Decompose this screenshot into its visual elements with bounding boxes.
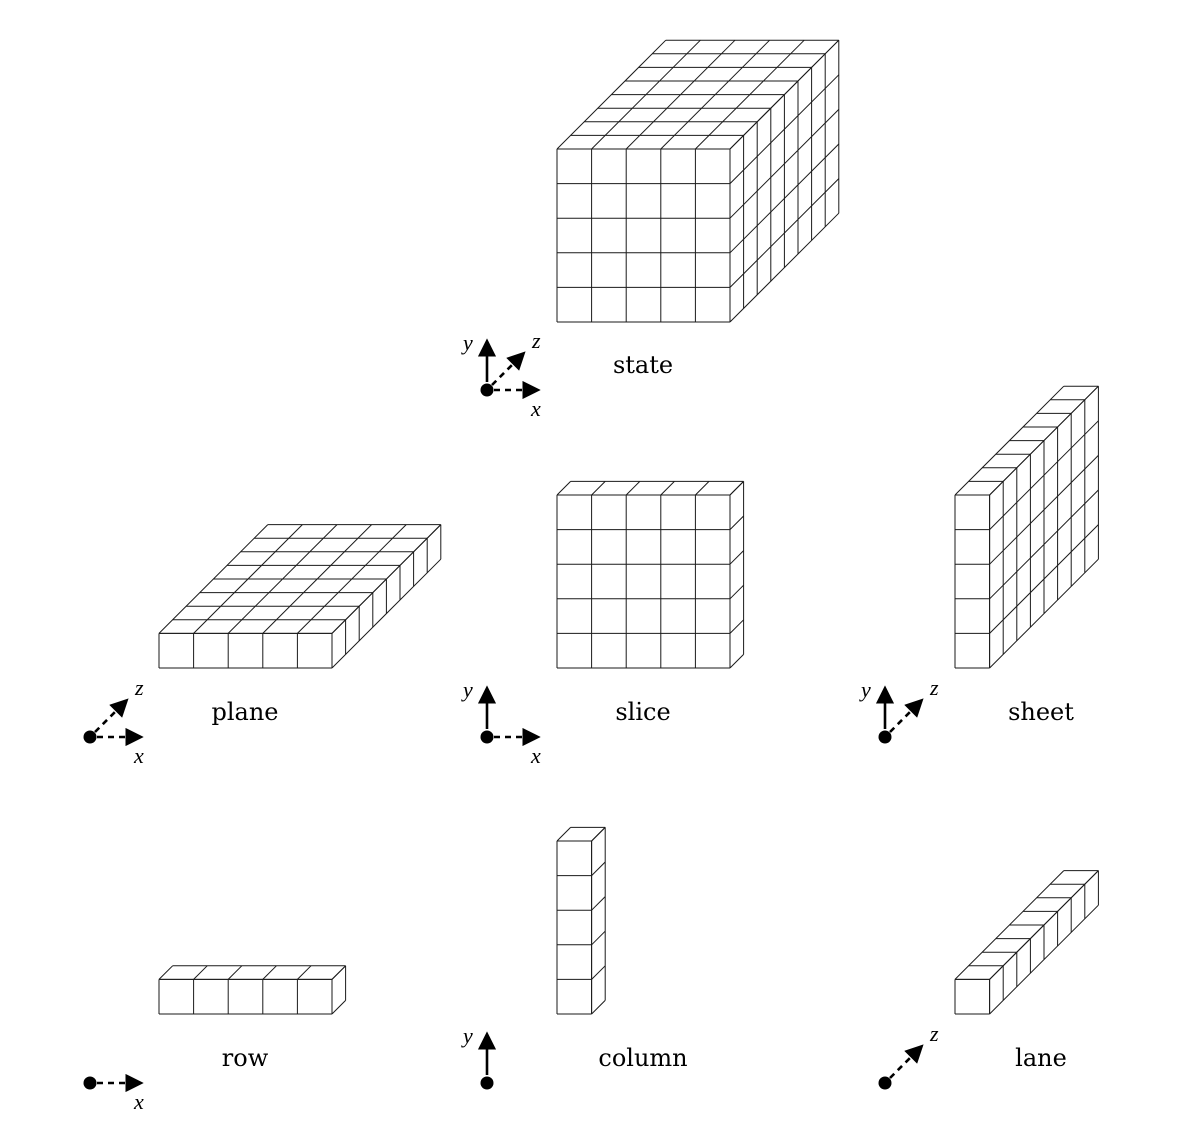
x-axis-label: x (530, 743, 541, 768)
column-cube-grid (556, 826, 606, 1015)
axes-indicator-plane: xz (83, 675, 144, 768)
lane-cube-grid (954, 870, 1099, 1015)
panel-row: row x (83, 965, 347, 1114)
z-axis-arrow (491, 351, 526, 386)
column-side-depthline (591, 827, 606, 842)
panel-label-column: column (598, 1044, 687, 1072)
row-side-depthline (331, 965, 346, 980)
y-axis-label: y (461, 1023, 473, 1048)
panel-state: state x y z (461, 39, 840, 421)
slice-side-depthline (729, 654, 744, 669)
slice-cube-grid (556, 480, 745, 669)
panel-slice: slice xy (461, 480, 745, 768)
z-axis-label: z (134, 675, 144, 700)
axis-origin-dot (480, 1076, 494, 1090)
axis-origin-dot (480, 730, 494, 744)
row-top-depthline (158, 965, 173, 980)
slice-top-depthline (625, 481, 641, 496)
axis-origin-dot (480, 383, 494, 397)
y-axis-label: y (461, 330, 473, 355)
panel-label-slice: slice (615, 698, 670, 726)
axes-indicator-slice: xy (461, 677, 541, 768)
slice-top-depthline (591, 481, 606, 496)
slice-side-depthline (729, 481, 744, 496)
x-axis-label: x (133, 1089, 144, 1114)
panel-column: column y (461, 826, 688, 1090)
panel-plane: plane xz (83, 524, 442, 768)
z-axis-arrow (889, 698, 924, 733)
axes-indicator-row: x (83, 1073, 144, 1114)
slice-top-depthline (660, 481, 675, 496)
panel-label-row: row (222, 1044, 269, 1072)
row-top-depthline (227, 965, 243, 980)
y-axis-label: y (461, 677, 473, 702)
axes-indicator-lane: z (878, 1021, 939, 1090)
y-axis-label: y (859, 677, 871, 702)
axis-origin-dot (878, 730, 892, 744)
slice-top-depthline (695, 481, 710, 496)
row-top-depthline (262, 965, 277, 980)
panel-label-lane: lane (1015, 1044, 1067, 1072)
axis-origin-dot (83, 1076, 97, 1090)
row-top-depthline (193, 965, 208, 980)
z-axis-arrow (889, 1044, 924, 1079)
slice-top-depthline (556, 481, 571, 496)
sheet-cube-grid (954, 385, 1099, 669)
state-cube-grid (556, 39, 840, 323)
slice-side-depthline (729, 550, 744, 565)
row-top-depthline (297, 965, 312, 980)
axis-origin-dot (83, 730, 97, 744)
column-top-depthline (556, 827, 571, 842)
z-axis-label: z (929, 1021, 939, 1046)
panel-label-state: state (613, 351, 673, 379)
panel-label-plane: plane (211, 698, 278, 726)
z-axis-label: z (929, 675, 939, 700)
axis-origin-dot (878, 1076, 892, 1090)
slice-side-depthline (729, 584, 744, 600)
x-axis-label: x (530, 396, 541, 421)
column-side-depthline (591, 930, 606, 946)
slice-side-depthline (729, 619, 744, 634)
z-axis-arrow (94, 698, 129, 733)
slice-side-depthline (729, 515, 744, 530)
column-side-depthline (591, 965, 606, 980)
panel-label-sheet: sheet (1008, 698, 1074, 726)
row-cube-grid (158, 965, 347, 1015)
column-side-depthline (591, 861, 606, 876)
z-axis-label: z (531, 328, 541, 353)
axes-indicator-state: x y z (461, 328, 541, 421)
plane-cube-grid (158, 524, 442, 669)
column-side-depthline (591, 1000, 606, 1015)
axes-indicator-column: y (461, 1023, 497, 1090)
x-axis-label: x (133, 743, 144, 768)
column-side-depthline (591, 896, 606, 911)
row-side-depthline (331, 1000, 346, 1015)
panel-lane: lane z (878, 870, 1099, 1090)
